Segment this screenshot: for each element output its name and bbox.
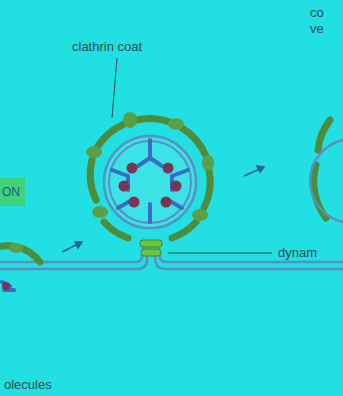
cut-label: co [310,6,324,20]
node-text: ON [2,185,20,199]
cut-label: ve [310,22,324,36]
part-label: dynam [278,246,317,260]
cut-label: olecules [4,378,52,392]
highlight-box: ON [0,178,25,206]
part-label: clathrin coat [72,40,142,54]
